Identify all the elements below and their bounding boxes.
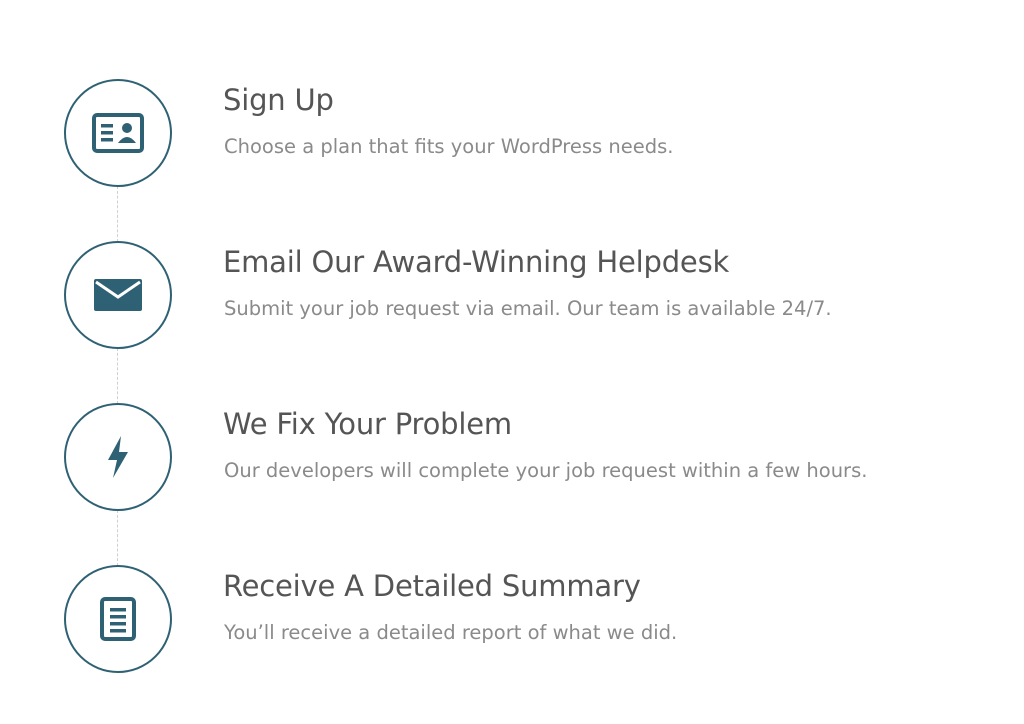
step-sign-up: Sign Up Choose a plan that fits your Wor… (0, 79, 1024, 189)
step-description: Our developers will complete your job re… (224, 459, 868, 482)
step-icon-circle (64, 403, 172, 511)
step-icon-circle (64, 79, 172, 187)
step-connector (117, 348, 118, 404)
step-title: Sign Up (223, 83, 334, 117)
step-title: Receive A Detailed Summary (223, 569, 641, 603)
step-connector (117, 510, 118, 566)
step-icon-circle (64, 241, 172, 349)
envelope-icon (94, 279, 142, 311)
step-description: You’ll receive a detailed report of what… (224, 621, 678, 644)
step-email-helpdesk: Email Our Award-Winning Helpdesk Submit … (0, 241, 1024, 351)
step-fix-problem: We Fix Your Problem Our developers will … (0, 403, 1024, 513)
step-detailed-summary: Receive A Detailed Summary You’ll receiv… (0, 565, 1024, 675)
step-icon-circle (64, 565, 172, 673)
document-icon (100, 597, 136, 641)
step-title: We Fix Your Problem (223, 407, 512, 441)
step-connector (117, 186, 118, 242)
step-description: Submit your job request via email. Our t… (224, 297, 832, 320)
step-description: Choose a plan that fits your WordPress n… (224, 135, 674, 158)
id-card-icon (92, 113, 144, 153)
lightning-bolt-icon (106, 436, 130, 478)
step-title: Email Our Award-Winning Helpdesk (223, 245, 730, 279)
